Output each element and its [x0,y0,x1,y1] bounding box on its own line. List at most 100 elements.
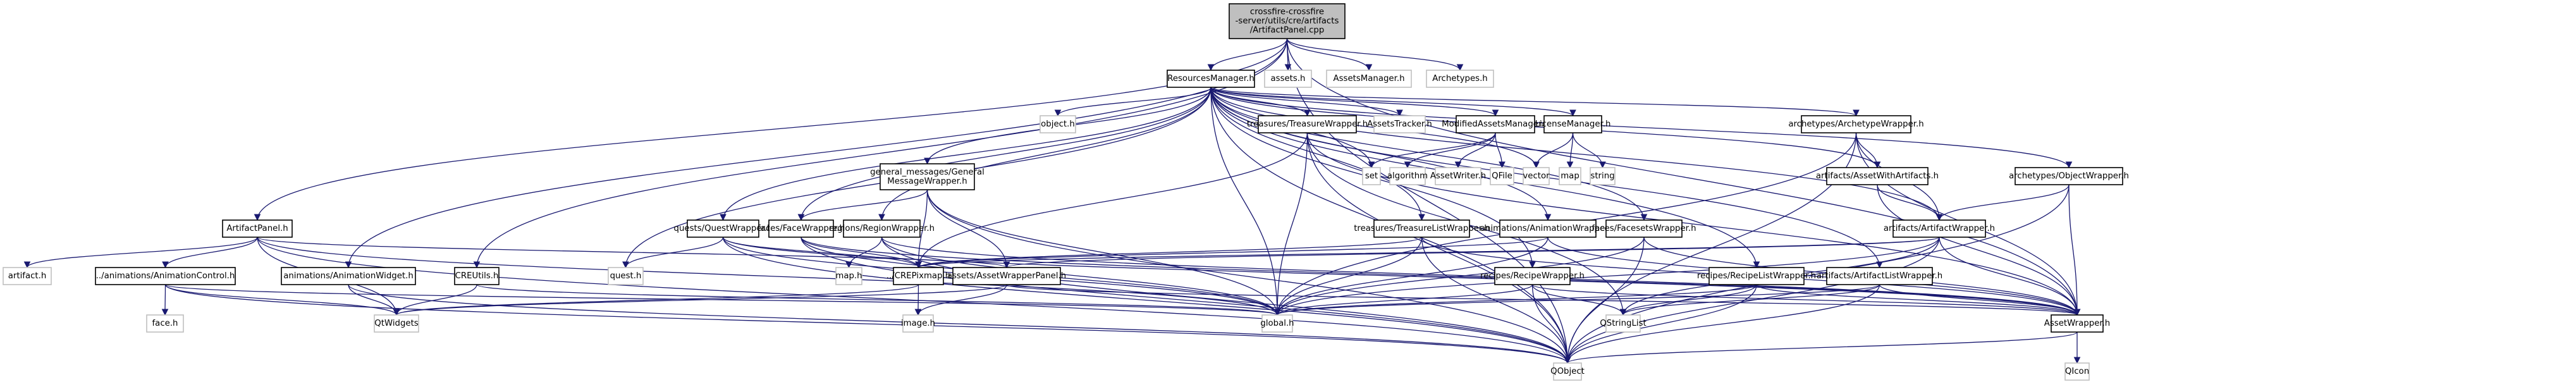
node-label: recipes/RecipeListWrapper.h [1697,271,1816,281]
node-artifactlistwrapper[interactable]: artifacts/ArtifactListWrapper.h [1817,267,1942,285]
node-box [902,314,934,333]
edge-LicenseManager-to-vector [1533,132,1574,169]
node-assetwrapperpanel[interactable]: assets/AssetWrapperPanel.h [947,267,1066,285]
arrowhead [1544,214,1552,221]
edge-ResourcesManager-to-LicenseManager [1210,87,1576,117]
node-label: QtWidgets [374,319,419,328]
arrowhead [1284,64,1292,71]
node-box [1264,70,1312,88]
node-assetwrapper[interactable]: AssetWrapper.h [2044,314,2110,333]
node-archetypewrapper[interactable]: archetypes/ArchetypeWrapper.h [1788,115,1924,133]
node-root[interactable]: crossfire-crossfire-server/utils/cre/art… [1229,3,1346,39]
node-animationwidget[interactable]: animations/AnimationWidget.h [281,267,416,285]
node-treasurelistwrapper[interactable]: treasures/TreasureListWrapper.h [1354,219,1490,238]
arrowhead [720,214,727,221]
node-box [1559,167,1581,185]
node-assetwithartifacts[interactable]: artifacts/AssetWithArtifacts.h [1816,167,1939,185]
edge-ModifiedAssetsManager-to-set [1368,132,1496,169]
node-box [1708,267,1805,285]
node-objectwrapper[interactable]: archetypes/ObjectWrapper.h [2009,167,2129,185]
node-label: object.h [1041,120,1075,129]
node-label: assets.h [1271,74,1306,83]
node-qicon: QIcon [2064,362,2090,381]
edge-ResourcesManager-to-objecth [1054,87,1211,117]
node-box [893,267,944,285]
node-facesetswrapper[interactable]: faces/FacesetsWrapper.h [1592,219,1696,238]
node-animationcontrol[interactable]: ../animations/AnimationControl.h [95,267,236,285]
node-label: AssetsManager.h [1334,74,1405,83]
node-box [880,163,975,190]
node-label: QStringList [1600,319,1646,328]
node-box [1389,167,1426,185]
node-licensemanager[interactable]: LicenseManager.h [1535,115,1611,133]
node-box [1826,167,1929,185]
node-questwrapper[interactable]: quests/QuestWrapper.h [674,219,773,238]
node-label: assets/AssetWrapperPanel.h [947,271,1066,281]
edge-ResourcesManager-to-ObjectWrapper [1210,87,2073,169]
arrowhead [1640,214,1648,221]
arrowhead [1456,64,1464,71]
arrowhead [1599,161,1606,169]
edge-ModifiedAssetsManager-to-QFile [1495,132,1506,169]
arrowhead [1365,64,1373,71]
arrowhead [1533,161,1540,169]
arrowhead [1368,161,1375,169]
node-label: image.h [901,319,935,328]
arrowhead [1753,261,1760,269]
node-box [1040,115,1076,133]
node-recipewrapper[interactable]: recipes/RecipeWrapper.h [1480,267,1585,285]
node-box [1373,115,1426,133]
node-faceh: face.h [146,314,184,333]
node-label: QIcon [2065,367,2089,376]
node-resourcesmanager[interactable]: ResourcesManager.h [1167,70,1255,88]
node-box [2015,167,2123,185]
node-facewrapper[interactable]: faces/FaceWrapper.h [757,219,845,238]
node-globalh: global.h [1260,314,1294,333]
node-box [835,267,862,285]
node-label: map [1561,171,1579,181]
node-label: vector [1523,171,1550,181]
node-label: LicenseManager.h [1535,120,1611,129]
node-creutils[interactable]: CREUtils.h [454,267,500,285]
node-box [2064,362,2090,381]
node-label: general_messages/General [870,168,984,177]
node-imageh: image.h [901,314,935,333]
arrowhead [1396,109,1403,117]
node-regionwrapper[interactable]: regions/RegionWrapper.h [829,219,935,238]
node-artifactpanel[interactable]: ArtifactPanel.h [222,219,293,238]
edge-AssetWrapperPanel-to-QtWidgets [393,284,1007,316]
node-label: crossfire-crossfire [1250,8,1324,17]
node-artifactwrapper[interactable]: artifacts/ArtifactWrapper.h [1884,219,1995,238]
nodes-layer: crossfire-crossfire-server/utils/cre/art… [3,3,2129,381]
node-box [1494,267,1571,285]
edge-RecipeListWrapper-to-QObject [1564,284,1757,364]
node-label: ../animations/AnimationControl.h [96,271,235,281]
node-treasurewrapper[interactable]: treasures/TreasureWrapper.h [1247,115,1368,133]
node-label: -server/utils/cre/artifacts [1236,16,1339,26]
arrowhead [23,261,31,269]
arrowhead [1499,161,1506,169]
edge-LicenseManager-to-map [1566,132,1574,169]
node-box [454,267,500,285]
arrowhead [1853,109,1860,117]
edge-AssetWrapper-to-QIcon [2073,331,2081,364]
node-label: CREUtils.h [455,271,499,281]
node-recipelistwrapper[interactable]: recipes/RecipeListWrapper.h [1697,267,1816,285]
node-crepixmap[interactable]: ../CREPixmap.h [886,267,950,285]
edge-ResourcesManager-to-QuestWrapper [720,87,1211,221]
node-box [1456,115,1535,133]
node-label: AssetWrapper.h [2044,319,2110,328]
edge-root-to-Archetypes [1286,38,1464,71]
edge-root-to-ArtifactPanel [254,38,1288,221]
node-animationwrapper[interactable]: animations/AnimationWrapper.h [1480,219,1616,238]
node-label: animations/AnimationWidget.h [283,271,414,281]
node-map: map [1559,167,1581,185]
node-label: AssetWriter.h [1430,171,1486,181]
node-box [95,267,236,285]
node-modifiedassetsmanager[interactable]: ModifiedAssetsManager.h [1442,115,1549,133]
node-qstringlist: QStringList [1600,314,1647,333]
arrowhead [1619,309,1627,316]
node-assetsmanager: AssetsManager.h [1326,70,1412,88]
node-label: ArtifactPanel.h [226,224,288,233]
